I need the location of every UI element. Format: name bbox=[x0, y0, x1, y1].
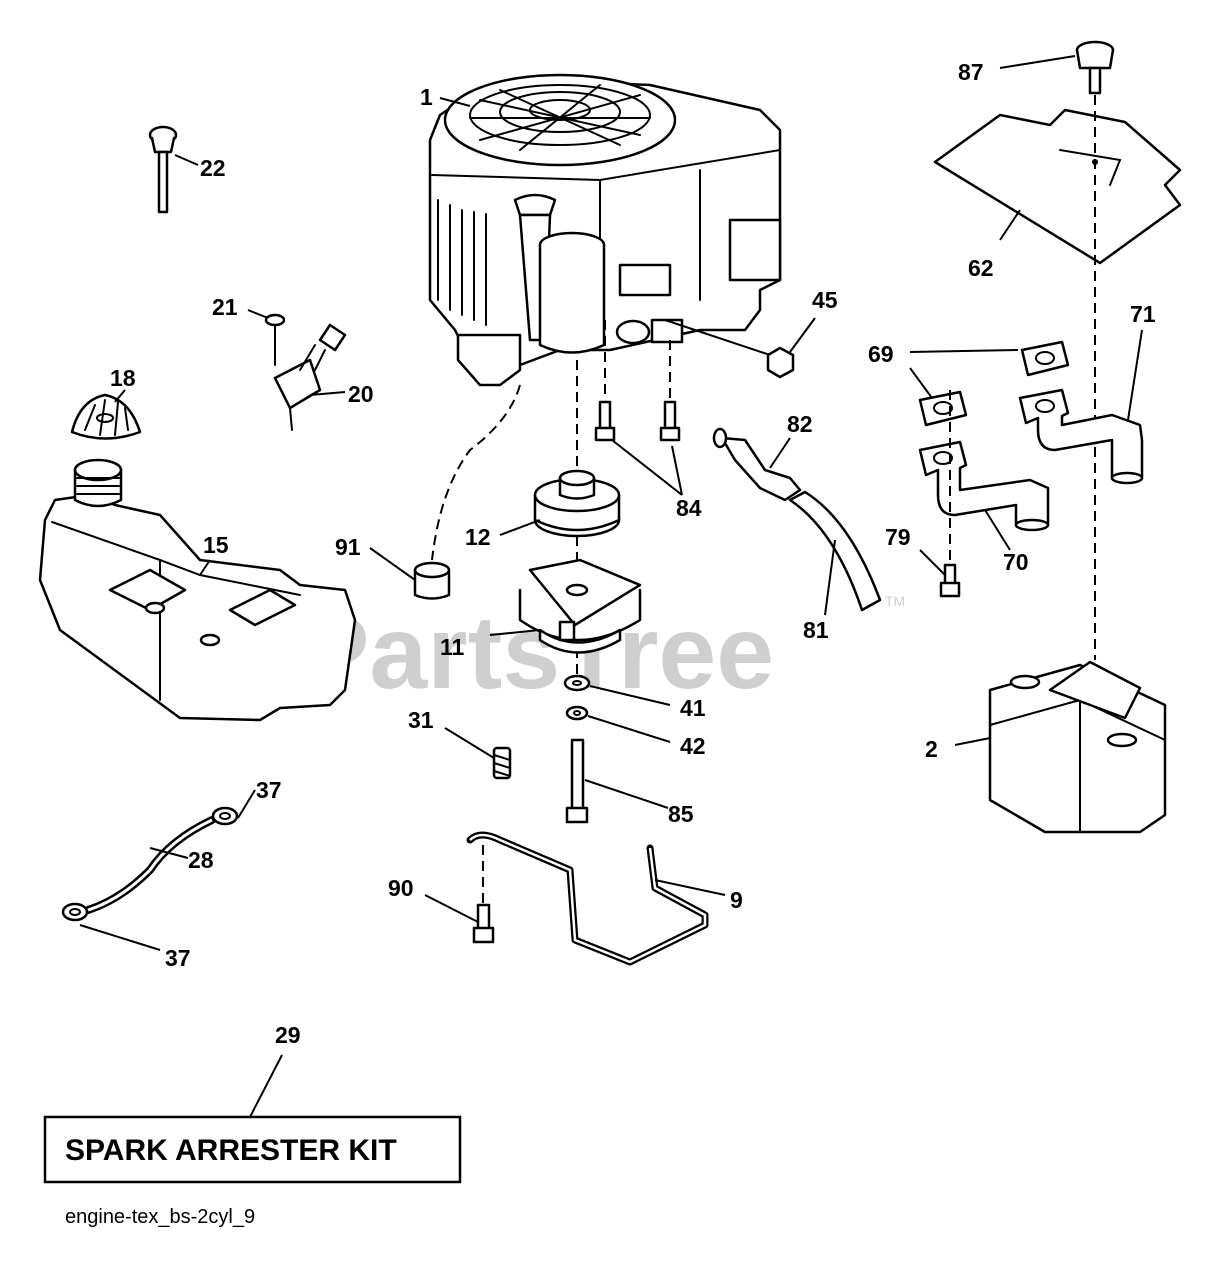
watermark-trademark: TM bbox=[885, 593, 905, 609]
knob-part-87[interactable] bbox=[999, 40, 1115, 95]
bolt-part-85[interactable] bbox=[565, 738, 669, 824]
washer-part-42[interactable] bbox=[565, 705, 671, 743]
spark-arrester-kit-box[interactable]: SPARK ARRESTER KIT bbox=[43, 1115, 462, 1184]
shield-part-62[interactable] bbox=[933, 95, 1182, 660]
label-45[interactable]: 45 bbox=[812, 287, 838, 313]
fitting-part-82[interactable] bbox=[712, 427, 802, 502]
nut-part-45[interactable] bbox=[664, 317, 816, 379]
label-21[interactable]: 21 bbox=[212, 294, 238, 320]
label-2[interactable]: 2 bbox=[925, 736, 938, 762]
label-62[interactable]: 62 bbox=[968, 255, 994, 281]
fuel-tank-part-15[interactable] bbox=[38, 458, 357, 722]
spring-part-31[interactable] bbox=[444, 727, 512, 780]
engine-part-1[interactable] bbox=[428, 73, 782, 387]
label-70[interactable]: 70 bbox=[1003, 549, 1029, 575]
rod-part-9[interactable] bbox=[466, 831, 726, 966]
plug-part-22[interactable] bbox=[148, 125, 199, 214]
label-15[interactable]: 15 bbox=[203, 532, 229, 558]
cap-part-18[interactable] bbox=[70, 389, 142, 440]
label-79[interactable]: 79 bbox=[885, 524, 911, 550]
label-37a[interactable]: 37 bbox=[256, 777, 282, 803]
diagram-reference-code: engine-tex_bs-2cyl_9 bbox=[65, 1206, 255, 1228]
label-9[interactable]: 9 bbox=[730, 887, 743, 913]
label-87[interactable]: 87 bbox=[958, 59, 984, 85]
bolt-part-84[interactable] bbox=[594, 320, 683, 496]
hose-part-81[interactable] bbox=[788, 490, 882, 616]
label-71[interactable]: 71 bbox=[1130, 301, 1156, 327]
label-12[interactable]: 12 bbox=[465, 524, 491, 550]
label-81[interactable]: 81 bbox=[803, 617, 829, 643]
label-41[interactable]: 41 bbox=[680, 695, 706, 721]
spark-arrester-kit-label: SPARK ARRESTER KIT bbox=[65, 1134, 397, 1167]
label-84[interactable]: 84 bbox=[676, 495, 702, 521]
clutch-part-11[interactable] bbox=[489, 558, 642, 654]
label-22[interactable]: 22 bbox=[200, 155, 226, 181]
bolt-part-79[interactable] bbox=[919, 549, 961, 598]
label-90[interactable]: 90 bbox=[388, 875, 414, 901]
pulley-part-12[interactable] bbox=[499, 469, 621, 538]
throttle-part-20[interactable] bbox=[273, 323, 347, 431]
bushing-part-91[interactable] bbox=[369, 547, 451, 600]
label-28[interactable]: 28 bbox=[188, 847, 214, 873]
washer-part-41[interactable] bbox=[563, 674, 671, 706]
label-91[interactable]: 91 bbox=[335, 534, 361, 560]
clamp-part-37-bottom[interactable] bbox=[61, 902, 161, 951]
pipe-part-70[interactable] bbox=[918, 390, 1050, 560]
label-11[interactable]: 11 bbox=[440, 634, 465, 660]
gasket-part-69[interactable] bbox=[909, 340, 1070, 427]
screw-part-21[interactable] bbox=[247, 309, 286, 366]
label-37b[interactable]: 37 bbox=[165, 945, 191, 971]
pipe-part-71[interactable] bbox=[1018, 329, 1144, 485]
label-31[interactable]: 31 bbox=[408, 707, 434, 733]
label-82[interactable]: 82 bbox=[787, 411, 813, 437]
label-42[interactable]: 42 bbox=[680, 733, 706, 759]
label-18[interactable]: 18 bbox=[110, 365, 136, 391]
bolt-part-90[interactable] bbox=[424, 845, 495, 944]
label-69[interactable]: 69 bbox=[868, 341, 894, 367]
label-29[interactable]: 29 bbox=[275, 1022, 301, 1048]
muffler-part-2[interactable] bbox=[954, 660, 1167, 834]
fuel-line-part-28[interactable] bbox=[84, 816, 216, 914]
label-1[interactable]: 1 bbox=[420, 84, 433, 110]
label-20[interactable]: 20 bbox=[348, 381, 374, 407]
label-85[interactable]: 85 bbox=[668, 801, 694, 827]
clamp-part-37-top[interactable] bbox=[211, 789, 256, 826]
